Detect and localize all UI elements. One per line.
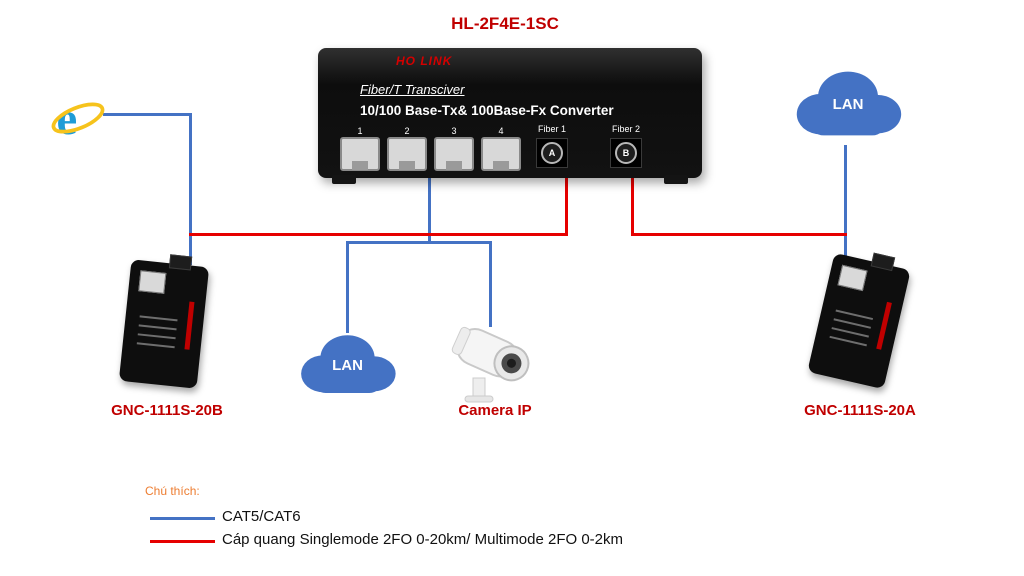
rj45-jack-icon	[837, 264, 868, 292]
port-number: 4	[498, 126, 504, 136]
lan-cloud-bottom: LAN	[295, 328, 400, 402]
camera-label: Camera IP	[458, 402, 532, 419]
fiber-cable-left-horizontal	[189, 233, 568, 236]
mount-tab-left	[332, 175, 356, 184]
fiber-cable-right-horizontal	[631, 233, 847, 236]
fiber-cable-port-b-down	[631, 175, 634, 236]
rj45-jack-icon	[340, 137, 380, 171]
cat5-cable-converter-down	[428, 176, 431, 244]
port-number: 3	[451, 126, 457, 136]
internet-explorer-icon: e	[50, 90, 106, 146]
rj45-port-1: 1	[340, 126, 380, 171]
media-converter-left	[118, 254, 210, 389]
fiber-connector-icon	[870, 252, 896, 272]
rj45-port-2: 2	[387, 126, 427, 171]
cat5-cable-to-camera	[489, 241, 492, 327]
rj45-port-3: 3	[434, 126, 474, 171]
cat5-cable-internet-to-left-device	[189, 113, 192, 265]
fiber-port-label: Fiber 1	[537, 124, 566, 134]
cat5-cable-to-lan-cloud	[346, 241, 349, 333]
fiber-cable-port-a-down	[565, 175, 568, 236]
fiber-port-2: Fiber 2 B	[610, 124, 642, 168]
rj45-port-4: 4	[481, 126, 521, 171]
brand-logo: HO LINK	[396, 54, 453, 68]
converter-subtitle: Fiber/T Transciver	[360, 82, 465, 97]
converter-description: 10/100 Base-Tx& 100Base-Fx Converter	[360, 103, 614, 118]
legend-cat5-label: CAT5/CAT6	[222, 508, 301, 525]
fiber-connector-icon	[168, 254, 193, 271]
legend-heading: Chú thích:	[145, 484, 200, 498]
rj45-jack-icon	[138, 270, 167, 294]
right-device-label: GNC-1111S-20A	[804, 402, 916, 419]
converter-title: HL-2F4E-1SC	[451, 14, 559, 33]
rj45-jack-icon	[481, 137, 521, 171]
legend-fiber-line-sample	[150, 540, 215, 543]
rj45-port-row: 1 2 3 4	[340, 126, 521, 171]
fiber-converter-device: HO LINK Fiber/T Transciver 10/100 Base-T…	[318, 48, 702, 184]
device-print-lines	[136, 308, 178, 355]
cat5-cable-lan-to-right-device	[844, 145, 847, 265]
device-print-lines	[828, 303, 875, 353]
port-number: 1	[357, 126, 363, 136]
brand-stripe	[184, 301, 195, 350]
fiber-port-letter: A	[541, 142, 563, 164]
legend-cat5-line-sample	[150, 517, 215, 520]
lan-cloud-top: LAN	[790, 62, 906, 147]
cat5-cable-internet-horizontal	[103, 113, 191, 116]
rj45-jack-icon	[434, 137, 474, 171]
fiber-connector-icon: A	[536, 138, 568, 168]
lan-cloud-bottom-label: LAN	[332, 356, 363, 374]
brand-stripe	[876, 301, 892, 350]
legend-fiber-label: Cáp quang Singlemode 2FO 0-20km/ Multimo…	[222, 531, 624, 548]
cat5-cable-center-horizontal	[346, 241, 492, 244]
fiber-port-1: Fiber 1 A	[536, 124, 568, 168]
fiber-connector-icon: B	[610, 138, 642, 168]
port-number: 2	[404, 126, 410, 136]
fiber-port-label: Fiber 2	[611, 124, 640, 134]
rj45-jack-icon	[387, 137, 427, 171]
media-converter-right	[807, 252, 911, 390]
left-device-label: GNC-1111S-20B	[111, 402, 223, 419]
ip-camera-icon	[443, 316, 547, 404]
fiber-port-letter: B	[615, 142, 637, 164]
mount-tab-right	[664, 175, 688, 184]
lan-cloud-top-label: LAN	[832, 96, 864, 113]
